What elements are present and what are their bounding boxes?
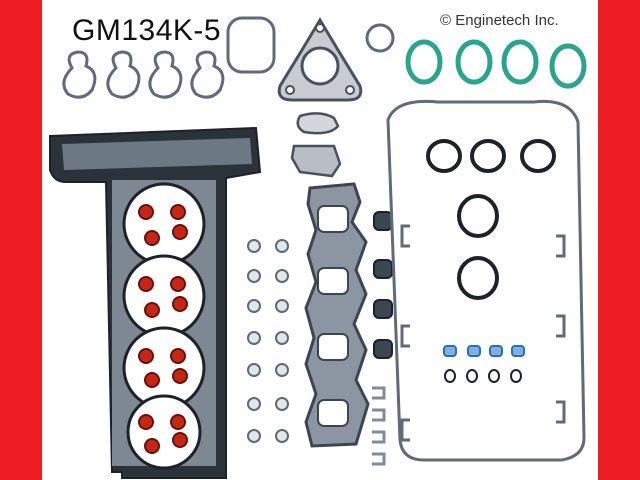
spark-plug-tube-seals: [373, 211, 393, 359]
valve-cover-gasket: [386, 99, 586, 462]
exhaust-manifold-gasket: [304, 182, 370, 448]
gasket-kit-illustration: [49, 16, 587, 479]
manifold-clips: [372, 386, 386, 466]
valve-stem-seals: [138, 204, 188, 454]
green-o-rings: [405, 39, 587, 89]
intake-port-gaskets: [62, 50, 225, 99]
part-number: GM134K-5: [72, 14, 222, 47]
housing-gasket: [226, 16, 276, 74]
grommet-seals: [247, 239, 289, 443]
injector-seals: [443, 345, 525, 357]
exhaust-flange-gasket: [277, 17, 363, 102]
tube-seal-rings: [426, 139, 556, 300]
small-ring-gasket: [365, 23, 395, 53]
injector-o-rings: [444, 369, 522, 383]
small-flange-gasket: [296, 112, 340, 135]
egr-gasket: [290, 144, 342, 178]
product-photo: GM134K-5 © Enginetech Inc.: [42, 0, 598, 480]
copyright-text: © Enginetech Inc.: [440, 12, 559, 29]
